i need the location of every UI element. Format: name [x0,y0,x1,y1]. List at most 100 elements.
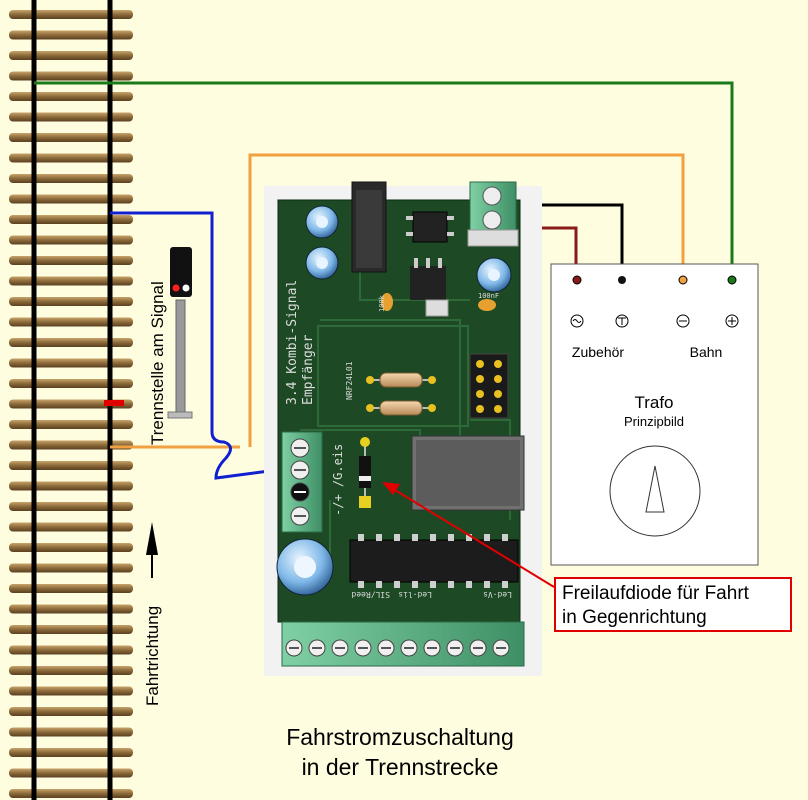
ic-pin [358,534,364,541]
sleeper [9,645,133,655]
header-pin [494,405,502,413]
sleeper [9,112,133,122]
callout-line2: in Gegenrichtung [562,607,707,628]
sleeper [9,358,133,368]
sleeper [9,256,133,265]
minus-symbol-icon [676,314,690,328]
sleeper [9,707,133,716]
ic-pin [394,534,400,541]
board-label-ledvs: Led-Vs [483,590,512,599]
trafo-dial-icon [609,445,701,537]
ic-pin [376,534,382,541]
sleeper [9,317,133,327]
trafo-title: Trafo [634,393,673,412]
sleeper [9,789,133,798]
ic-pin [502,581,508,588]
board-name-line2: Empfänger [301,334,316,405]
sleeper [9,133,133,142]
board-name-line1: 3.4 Kombi-Signal [285,280,300,405]
sleeper [9,297,133,306]
wire-green [34,81,734,280]
trafo: Zubehör Bahn Trafo Prinzipbild [550,263,759,566]
header-pin [494,375,502,383]
board-label-reed: SIL/Reed [351,590,390,599]
sleeper [9,71,133,81]
ic-pin [430,581,436,588]
header-pin [476,375,484,383]
header-pin [476,405,484,413]
sleeper [9,563,133,573]
trafo-subtitle: Prinzipbild [624,414,684,429]
sleeper [9,543,133,552]
sleeper [9,92,133,101]
ic-pin [412,581,418,588]
board-label-ledlis: Led-lis [398,590,432,599]
sleeper [9,604,133,614]
sleeper [9,235,133,245]
sleeper [9,461,133,470]
sleeper [9,420,133,429]
ic-pin [484,534,490,541]
sleeper [9,194,133,204]
sleeper [9,30,133,40]
trennstelle-label: Trennstelle am Signal [148,281,167,445]
trafo-zubehoer-label: Zubehör [572,344,624,360]
ic-pin [394,581,400,588]
board-module-id: NRF24L01 [345,361,354,400]
sleeper [9,10,133,19]
header-pin [494,360,502,368]
ic-pin [358,581,364,588]
sleeper [9,51,133,60]
board-terminal-label: -/+ /G.eis [331,444,345,516]
fahrtrichtung-label: Fahrtrichtung [143,606,162,706]
sleeper [9,666,133,675]
ic-pin [448,534,454,541]
header-pin [476,390,484,398]
receiver-board: 3.4 Kombi-Signal Empfänger NRF24L01 -/+ … [264,181,542,676]
sleeper [9,215,133,224]
sleeper [9,748,133,757]
sleeper [9,440,133,450]
sleeper [9,727,133,737]
ic-pin [484,581,490,588]
ic-pin [376,581,382,588]
sleeper [9,584,133,593]
signal-light-icon [167,247,193,419]
ic-pin [412,534,418,541]
wire-orange-top [248,153,685,418]
ac-symbol-icon [570,314,584,328]
sleeper [9,522,133,532]
callout-line1: Freilaufdiode für Fahrt [562,583,749,604]
ic-pin [466,581,472,588]
ic-pin [466,534,472,541]
sleeper [9,768,133,778]
diagram-title-line2: in der Trennstrecke [302,754,499,780]
sleeper [9,379,133,388]
sleeper [9,686,133,696]
resistor-label: 100k [378,294,386,312]
t-symbol-icon [615,314,629,328]
callout-arrow [382,482,555,588]
header-pin [476,360,484,368]
sleeper [9,276,133,286]
sleeper [9,338,133,347]
sleeper [9,174,133,183]
cap-label: 100nF [478,292,499,300]
track-sleepers [9,10,133,798]
ic-pin [502,534,508,541]
ic-pin [430,534,436,541]
sleeper [9,481,133,491]
diagram-title-line1: Fahrstromzuschaltung [286,724,514,750]
sleeper [9,153,133,163]
sleeper [9,502,133,511]
sleeper [9,399,133,409]
ic-pin [448,581,454,588]
wire-blue [110,211,293,480]
header-pin [494,390,502,398]
callout-box: Freilaufdiode für Fahrt in Gegenrichtung [554,577,792,632]
direction-arrow-icon [146,522,158,578]
trafo-bahn-label: Bahn [690,344,723,360]
plus-symbol-icon [725,314,739,328]
sleeper [9,625,133,634]
